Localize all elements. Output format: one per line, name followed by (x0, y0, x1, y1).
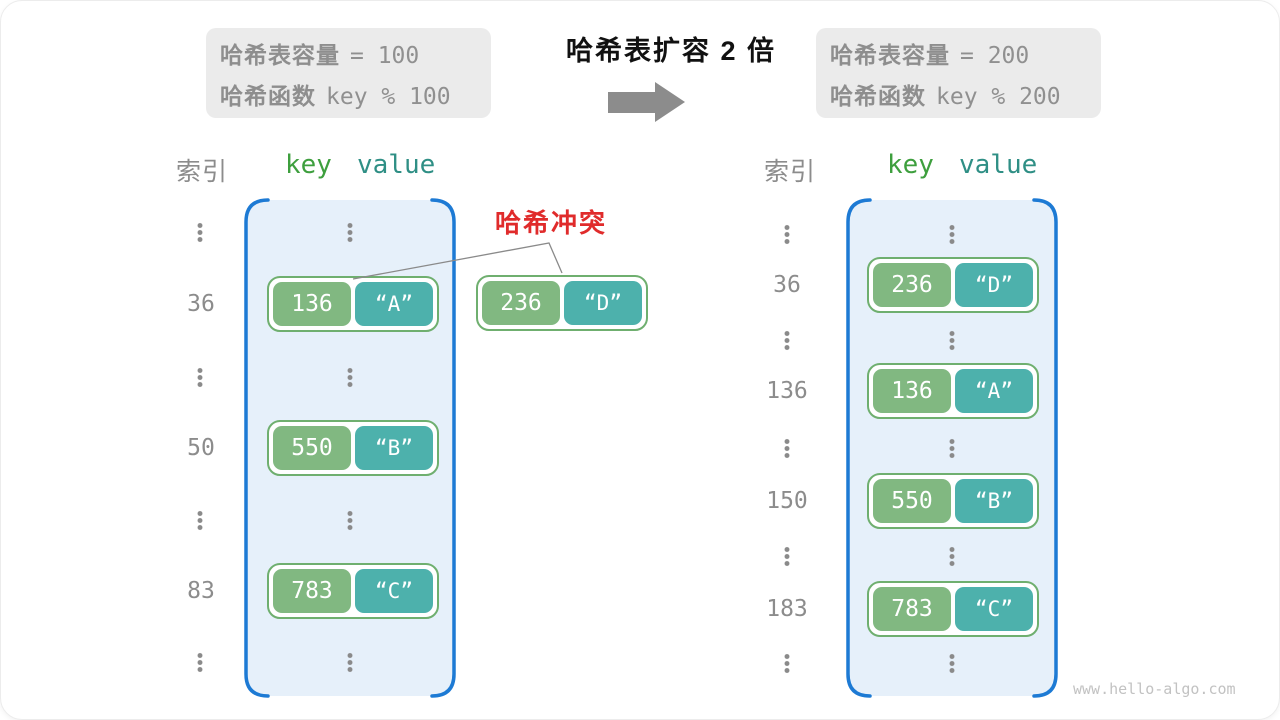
index-label: 83 (187, 578, 215, 604)
hash-fn-value: key % 100 (326, 83, 451, 110)
kv-pair: 136 “A” (867, 363, 1039, 419)
index-label: 50 (187, 435, 215, 461)
key-cell: 136 (873, 369, 951, 413)
right-arrow-icon (608, 82, 686, 123)
key-cell: 236 (482, 281, 560, 325)
key-header-left: key (285, 150, 332, 180)
kv-pair: 236 “D” (867, 257, 1039, 313)
ellipsis-icon (347, 510, 353, 531)
key-cell: 550 (273, 426, 351, 470)
hash-fn-label: 哈希函数 (830, 82, 926, 109)
value-header-right: value (959, 150, 1038, 180)
ellipsis-icon (784, 224, 790, 245)
ellipsis-icon (197, 652, 203, 673)
value-cell: “B” (955, 479, 1033, 523)
ellipsis-icon (949, 224, 955, 245)
kv-pair: 136 “A” (267, 276, 439, 332)
value-cell: “B” (355, 426, 433, 470)
hash-fn-label: 哈希函数 (220, 82, 316, 109)
ellipsis-icon (949, 546, 955, 567)
ellipsis-icon (347, 367, 353, 388)
ellipsis-icon (347, 652, 353, 673)
arrow-head (655, 82, 685, 122)
value-cell: “C” (355, 569, 433, 613)
value-header-left: value (357, 150, 436, 180)
index-label: 150 (766, 488, 808, 514)
value-cell: “D” (955, 263, 1033, 307)
ellipsis-icon (197, 222, 203, 243)
capacity-label: 哈希表容量 (220, 41, 340, 68)
key-header-right: key (887, 150, 934, 180)
capacity-row: 哈希表容量 = 100 (220, 36, 491, 70)
key-cell: 783 (873, 587, 951, 631)
index-label: 36 (187, 291, 215, 317)
ellipsis-icon (784, 438, 790, 459)
value-cell: “C” (955, 587, 1033, 631)
ellipsis-icon (949, 438, 955, 459)
capacity-box-left: 哈希表容量 = 100 哈希函数 key % 100 (206, 28, 491, 118)
capacity-row: 哈希表容量 = 200 (830, 36, 1101, 70)
index-label: 36 (773, 272, 801, 298)
index-header-right: 索引 (764, 158, 817, 186)
capacity-value: = 100 (350, 42, 420, 69)
key-cell: 236 (873, 263, 951, 307)
arrow-body (608, 92, 655, 113)
value-cell: “A” (355, 282, 433, 326)
capacity-value: = 200 (960, 42, 1030, 69)
kv-pair: 783 “C” (267, 563, 439, 619)
collision-label: 哈希冲突 (495, 208, 608, 238)
ellipsis-icon (949, 330, 955, 351)
ellipsis-icon (197, 367, 203, 388)
hash-fn-row: 哈希函数 key % 200 (830, 77, 1101, 111)
collision-connector-icon (352, 242, 563, 280)
ellipsis-icon (197, 510, 203, 531)
hash-fn-row: 哈希函数 key % 100 (220, 77, 491, 111)
ellipsis-icon (347, 222, 353, 243)
key-cell: 550 (873, 479, 951, 523)
key-cell: 783 (273, 569, 351, 613)
capacity-box-right: 哈希表容量 = 200 哈希函数 key % 200 (816, 28, 1101, 118)
ellipsis-icon (784, 546, 790, 567)
watermark: www.hello-algo.com (1073, 680, 1236, 698)
index-header-left: 索引 (176, 158, 229, 186)
kv-pair: 783 “C” (867, 581, 1039, 637)
collision-kv-pair: 236 “D” (476, 275, 648, 331)
index-label: 183 (766, 596, 808, 622)
index-label: 136 (766, 378, 808, 404)
capacity-label: 哈希表容量 (830, 41, 950, 68)
ellipsis-icon (784, 653, 790, 674)
expansion-title: 哈希表扩容 2 倍 (565, 36, 777, 66)
kv-pair: 550 “B” (867, 473, 1039, 529)
hash-fn-value: key % 200 (936, 83, 1061, 110)
value-cell: “A” (955, 369, 1033, 413)
kv-pair: 550 “B” (267, 420, 439, 476)
ellipsis-icon (949, 653, 955, 674)
value-cell: “D” (564, 281, 642, 325)
ellipsis-icon (784, 330, 790, 351)
key-cell: 136 (273, 282, 351, 326)
